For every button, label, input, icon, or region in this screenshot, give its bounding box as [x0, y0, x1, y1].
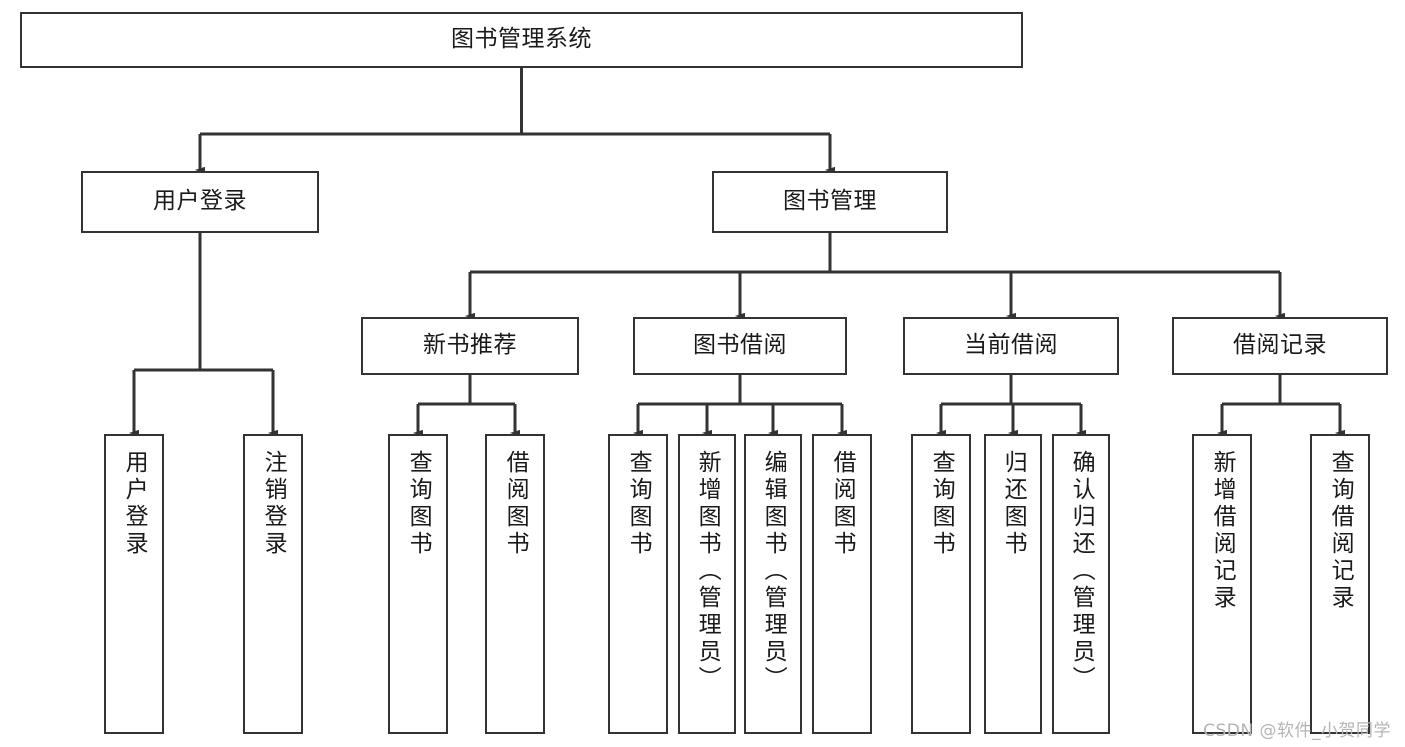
- node-root[interactable]: 图书管理系统: [20, 12, 1023, 68]
- node-leaf-query-book-2[interactable]: 查询图书: [608, 434, 668, 734]
- node-leaf-user-login[interactable]: 用户登录: [104, 434, 164, 734]
- node-label: 查询图书: [625, 450, 652, 558]
- node-leaf-add-book[interactable]: 新增图书（管理员）: [678, 434, 736, 734]
- node-leaf-edit-book[interactable]: 编辑图书（管理员）: [744, 434, 802, 734]
- node-label: 查询图书: [928, 450, 955, 558]
- node-label: 编辑图书（管理员）: [760, 450, 787, 693]
- node-label: 查询图书: [405, 450, 432, 558]
- node-leaf-borrow-book-2[interactable]: 借阅图书: [812, 434, 872, 734]
- csdn-watermark: CSDN @软件_小贺同学: [1203, 721, 1391, 741]
- node-label: 新书推荐: [423, 332, 517, 359]
- edge-paths: [128, 68, 1346, 437]
- node-new-book-rec[interactable]: 新书推荐: [361, 317, 579, 375]
- node-label: 归还图书: [1000, 450, 1027, 558]
- node-leaf-confirm-ret[interactable]: 确认归还（管理员）: [1052, 434, 1110, 734]
- node-current-borrow[interactable]: 当前借阅: [903, 317, 1119, 375]
- node-label: 确认归还（管理员）: [1068, 450, 1095, 693]
- node-label: 借阅图书: [829, 450, 856, 558]
- node-label: 查询借阅记录: [1327, 450, 1354, 612]
- node-label: 用户登录: [121, 450, 148, 558]
- node-label: 借阅记录: [1233, 332, 1327, 359]
- node-label: 注销登录: [260, 450, 287, 558]
- node-label: 用户登录: [153, 188, 247, 215]
- node-label: 图书管理: [783, 188, 877, 215]
- node-leaf-logout[interactable]: 注销登录: [243, 434, 303, 734]
- node-label: 新增图书（管理员）: [694, 450, 721, 693]
- node-leaf-return-book[interactable]: 归还图书: [984, 434, 1042, 734]
- node-leaf-query-book-3[interactable]: 查询图书: [911, 434, 971, 734]
- node-leaf-add-record[interactable]: 新增借阅记录: [1192, 434, 1252, 734]
- node-leaf-query-book-1[interactable]: 查询图书: [388, 434, 448, 734]
- node-label: 当前借阅: [964, 332, 1058, 359]
- node-leaf-borrow-book-1[interactable]: 借阅图书: [485, 434, 545, 734]
- node-user-login[interactable]: 用户登录: [81, 171, 319, 233]
- node-book-manage[interactable]: 图书管理: [712, 171, 948, 233]
- node-label: 图书借阅: [693, 332, 787, 359]
- node-label: 图书管理系统: [451, 26, 592, 53]
- node-label: 借阅图书: [502, 450, 529, 558]
- node-leaf-query-record[interactable]: 查询借阅记录: [1310, 434, 1370, 734]
- node-label: 新增借阅记录: [1209, 450, 1236, 612]
- node-borrow-record[interactable]: 借阅记录: [1172, 317, 1388, 375]
- node-book-borrow[interactable]: 图书借阅: [633, 317, 847, 375]
